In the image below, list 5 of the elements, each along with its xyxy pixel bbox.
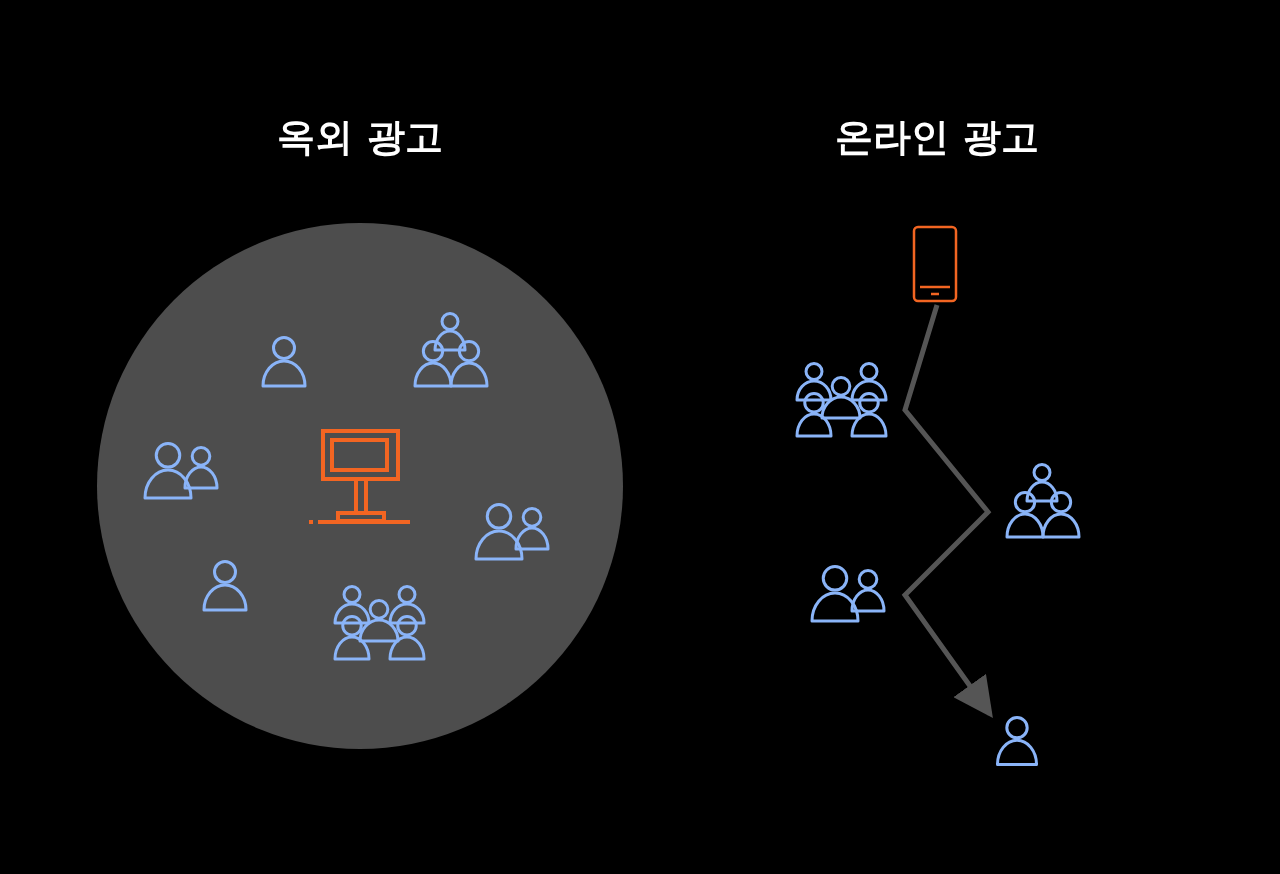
heading: 온라인 광고 [835,114,1039,161]
person-icon [996,716,1038,766]
heading: 옥외 광고 [277,114,443,161]
arrow [901,304,993,719]
phone-icon [912,225,958,303]
